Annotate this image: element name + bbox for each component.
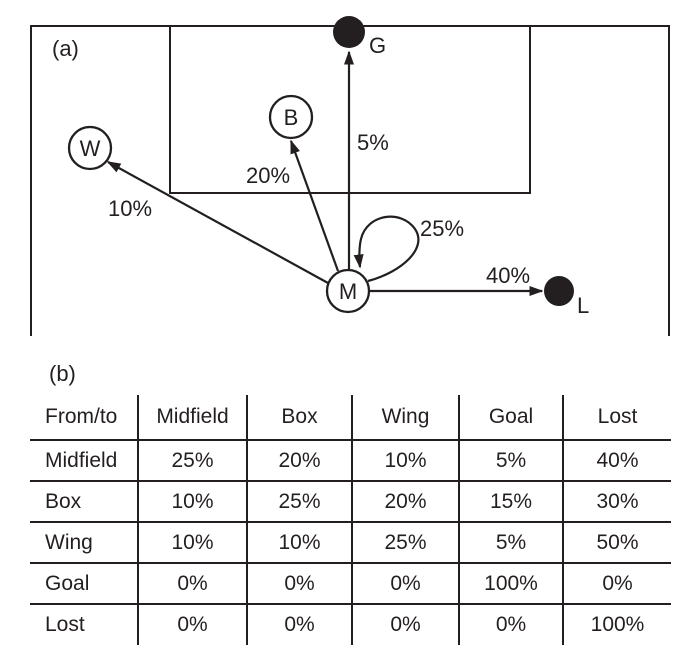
- node-midfield-label: M: [339, 279, 357, 304]
- table-row-box: Box 10% 25% 20% 15% 30%: [30, 481, 671, 522]
- edge-label-midfield-to-goal: 5%: [357, 130, 389, 155]
- table-cell: 0%: [602, 571, 633, 595]
- pitch-transition-diagram: (a) W B M G L 5% 20% 10% 25% 40%: [30, 16, 670, 336]
- table-cell: 30%: [596, 489, 639, 513]
- edge-label-midfield-self: 25%: [420, 216, 464, 241]
- table-cell: 10%: [138, 522, 248, 563]
- table-cell: 20%: [352, 481, 460, 522]
- table-cell: 100%: [590, 613, 645, 636]
- node-goal-circle: [333, 16, 365, 48]
- header-cell-midfield: Midfield: [138, 395, 248, 440]
- row-label: Goal: [30, 563, 139, 604]
- table-cell: 25%: [138, 440, 248, 481]
- header-cell-goal: Goal: [459, 395, 564, 440]
- table-cell: 40%: [596, 448, 639, 472]
- node-box-circle: [268, 94, 314, 140]
- table-cell: 50%: [596, 530, 639, 554]
- node-lost-circle: [544, 276, 574, 306]
- edge-label-midfield-to-wing: 10%: [108, 196, 152, 221]
- table-cell: 0%: [247, 563, 353, 604]
- table-header-row: From/to Midfield Box Wing Goal Lost: [30, 395, 671, 440]
- node-midfield-circle: [325, 268, 371, 314]
- table-row-lost: Lost 0% 0% 0% 0% 100%: [30, 604, 671, 645]
- table-cell: 0%: [138, 563, 248, 604]
- node-lost-label: L: [577, 293, 589, 318]
- table-cell: 0%: [138, 604, 248, 645]
- edge-label-midfield-to-box: 20%: [246, 163, 290, 188]
- table-row-midfield: Midfield 25% 20% 10% 5% 40%: [30, 440, 671, 481]
- node-goal-label: G: [369, 33, 386, 58]
- node-wing-label: W: [80, 136, 101, 161]
- arrow-midfield-self-loop: [353, 215, 420, 283]
- table-cell: 10%: [138, 481, 248, 522]
- table-row-goal: Goal 0% 0% 0% 100% 0%: [30, 563, 671, 604]
- header-cell-box: Box: [247, 395, 353, 440]
- table-cell: 0%: [352, 563, 460, 604]
- table-cell: 25%: [352, 522, 460, 563]
- row-label: Wing: [30, 522, 139, 563]
- table-cell: 15%: [459, 481, 564, 522]
- node-box-label: B: [284, 105, 299, 130]
- header-cell-wing: Wing: [352, 395, 460, 440]
- arrow-midfield-to-box: [289, 139, 340, 272]
- row-label: Box: [30, 481, 139, 522]
- header-cell-lost: Lost: [597, 405, 638, 428]
- table-header: From/to Midfield Box Wing Goal Lost: [30, 395, 671, 440]
- table-cell: 100%: [459, 563, 564, 604]
- table-body: Midfield 25% 20% 10% 5% 40% Box 10% 25% …: [30, 440, 671, 645]
- table-cell: 10%: [352, 440, 460, 481]
- table-cell: 20%: [247, 440, 353, 481]
- panel-b-label: (b): [49, 361, 76, 386]
- row-label: Midfield: [30, 440, 139, 481]
- row-label: Lost: [30, 604, 139, 645]
- table-cell: 10%: [247, 522, 353, 563]
- table-row-wing: Wing 10% 10% 25% 5% 50%: [30, 522, 671, 563]
- transition-table: From/to Midfield Box Wing Goal Lost Midf…: [30, 395, 671, 645]
- table-cell: 5%: [459, 522, 564, 563]
- header-cell-from-to: From/to: [30, 395, 139, 440]
- node-wing-circle: [67, 125, 113, 171]
- panel-a-label: (a): [52, 36, 79, 61]
- table-cell: 0%: [352, 604, 460, 645]
- table-cell: 0%: [459, 604, 564, 645]
- table-cell: 0%: [247, 604, 353, 645]
- arrow-midfield-to-wing: [106, 161, 329, 284]
- edge-label-midfield-to-lost: 40%: [486, 263, 530, 288]
- table-cell: 5%: [459, 440, 564, 481]
- table-cell: 25%: [247, 481, 353, 522]
